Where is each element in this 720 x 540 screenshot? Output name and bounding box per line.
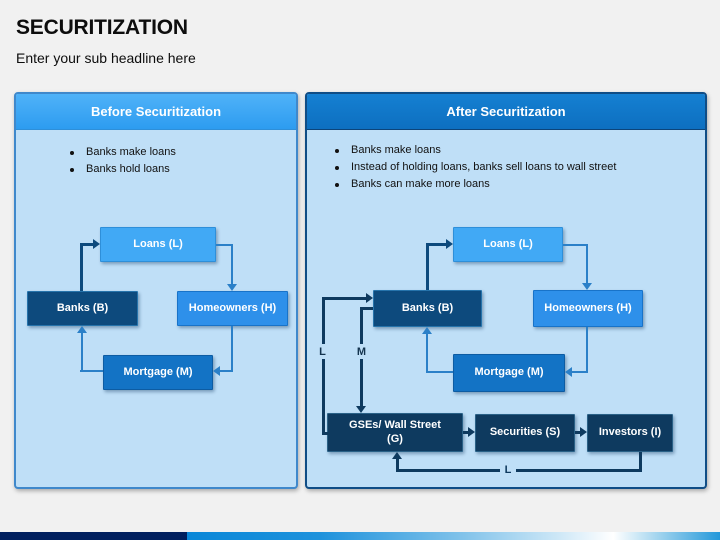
before-banks-box: Banks (B) <box>27 291 138 326</box>
connector-banks-to-loans <box>80 243 83 291</box>
footer-navy-bar <box>0 532 187 540</box>
investors-box: Investors (I) <box>587 414 673 452</box>
after-bullet-list: Banks make loans Instead of holding loan… <box>329 142 616 193</box>
connector-homeowners-to-mortgage <box>586 327 588 373</box>
after-mortgage-box: Mortgage (M) <box>453 354 565 392</box>
before-panel-header: Before Securitization <box>16 94 296 130</box>
connector-mortgage-to-banks <box>80 370 103 372</box>
connector-gses-to-banks-l <box>322 297 366 300</box>
arrowhead-into-loans <box>446 239 453 249</box>
gses-wall-street-box: GSEs/ Wall Street (G) <box>327 413 463 452</box>
connector-homeowners-to-mortgage <box>572 371 588 373</box>
connector-banks-to-loans <box>426 243 429 290</box>
arrowhead-into-mortgage <box>213 366 220 376</box>
connector-loans-to-homeowners <box>563 244 588 246</box>
after-securitization-panel: After Securitization Banks make loans In… <box>305 92 707 489</box>
connector-gses-to-banks-l <box>322 432 328 435</box>
gses-box-line1: GSEs/ Wall Street <box>349 418 441 431</box>
connector-loans-to-homeowners <box>231 244 233 285</box>
connector-investors-to-gses <box>396 469 642 472</box>
flow-label-m: M <box>354 344 369 359</box>
bullet-item: Banks make loans <box>64 144 176 161</box>
arrowhead-into-banks <box>77 326 87 333</box>
bullet-item: Banks can make more loans <box>329 176 616 193</box>
arrowhead-into-banks-left <box>366 293 373 303</box>
footer-gradient-bar <box>187 532 720 540</box>
arrowhead-into-mortgage <box>565 367 572 377</box>
after-homeowners-box: Homeowners (H) <box>533 290 643 327</box>
arrowhead-into-loans <box>93 239 100 249</box>
connector-investors-to-gses <box>396 459 399 469</box>
before-bullet-list: Banks make loans Banks hold loans <box>64 144 176 178</box>
arrowhead-into-securities <box>468 427 475 437</box>
connector-banks-to-gses-m <box>360 307 373 310</box>
bullet-item: Banks hold loans <box>64 161 176 178</box>
flow-label-l: L <box>315 344 330 359</box>
before-homeowners-box: Homeowners (H) <box>177 291 288 326</box>
arrowhead-into-homeowners <box>582 283 592 290</box>
after-loans-box: Loans (L) <box>453 227 563 262</box>
connector-mortgage-to-banks <box>426 371 453 373</box>
connector-gses-to-banks-l <box>322 297 325 435</box>
after-panel-header: After Securitization <box>307 94 705 130</box>
connector-homeowners-to-mortgage <box>220 370 233 372</box>
connector-banks-to-loans <box>426 243 446 246</box>
securities-box: Securities (S) <box>475 414 575 452</box>
connector-loans-to-homeowners <box>586 244 588 284</box>
before-loans-box: Loans (L) <box>100 227 216 262</box>
arrowhead-into-investors <box>580 427 587 437</box>
arrowhead-into-gses-top <box>356 406 366 413</box>
connector-gses-to-securities <box>463 431 469 434</box>
connector-securities-to-investors <box>575 431 581 434</box>
after-banks-box: Banks (B) <box>373 290 482 327</box>
connector-investors-to-gses <box>639 452 642 469</box>
gses-box-line2: (G) <box>387 432 403 445</box>
page-subtitle: Enter your sub headline here <box>16 50 196 66</box>
before-securitization-panel: Before Securitization Banks make loans B… <box>14 92 298 489</box>
page-title: SECURITIZATION <box>16 16 188 39</box>
arrowhead-into-gses-bottom <box>392 452 402 459</box>
flow-label-l-bottom: L <box>500 462 516 478</box>
connector-homeowners-to-mortgage <box>231 326 233 372</box>
connector-mortgage-to-banks <box>426 334 428 373</box>
connector-loans-to-homeowners <box>216 244 232 246</box>
bullet-item: Instead of holding loans, banks sell loa… <box>329 159 616 176</box>
before-mortgage-box: Mortgage (M) <box>103 355 213 390</box>
connector-mortgage-to-banks <box>81 333 83 372</box>
bullet-item: Banks make loans <box>329 142 616 159</box>
connector-banks-to-loans <box>80 243 95 246</box>
arrowhead-into-banks <box>422 327 432 334</box>
arrowhead-into-homeowners <box>227 284 237 291</box>
